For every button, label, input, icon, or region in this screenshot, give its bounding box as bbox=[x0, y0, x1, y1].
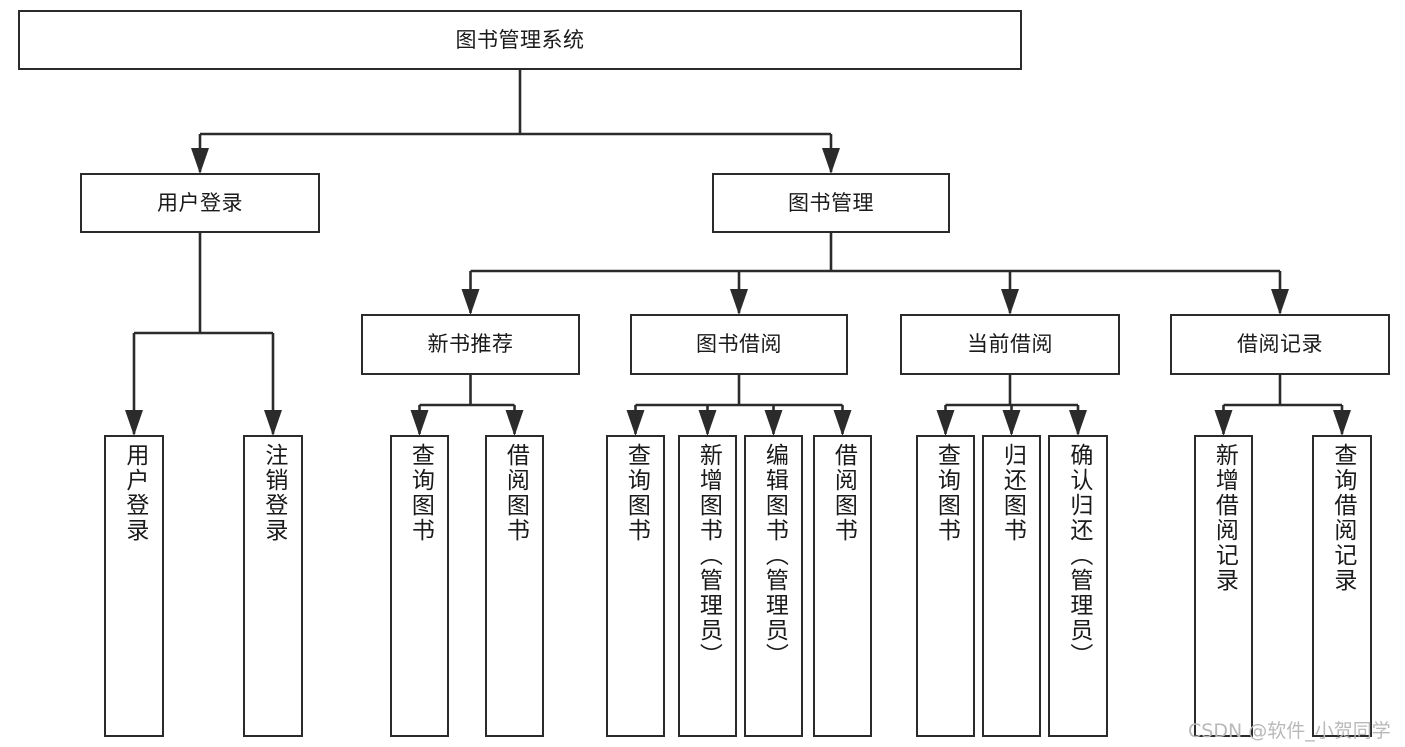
node-label: 新书推荐 bbox=[427, 332, 514, 357]
edge-arrowhead bbox=[698, 410, 717, 436]
node-leaf-nb-query[interactable]: 查询图书 bbox=[390, 435, 449, 737]
node-leaf-bo-loan[interactable]: 借阅图书 bbox=[813, 435, 872, 737]
node-leaf-nb-borrow[interactable]: 借阅图书 bbox=[485, 435, 544, 737]
watermark-label: CSDN @软件_小贺同学 bbox=[1188, 720, 1391, 742]
node-label: 用户登录 bbox=[157, 190, 243, 215]
node-label: 图书管理系统 bbox=[455, 27, 585, 52]
node-newbook[interactable]: 新书推荐 bbox=[361, 314, 580, 375]
node-label: 新增图书（管理员） bbox=[695, 443, 722, 668]
node-current[interactable]: 当前借阅 bbox=[900, 314, 1120, 375]
node-leaf-login[interactable]: 用户登录 bbox=[104, 435, 164, 737]
node-leaf-bo-query[interactable]: 查询图书 bbox=[606, 435, 665, 737]
node-label: 查询图书 bbox=[407, 443, 434, 543]
node-label: 借阅图书 bbox=[830, 443, 857, 543]
node-label: 借阅记录 bbox=[1237, 332, 1323, 357]
node-bookmgmt[interactable]: 图书管理 bbox=[712, 173, 950, 233]
edge-arrowhead bbox=[1333, 410, 1351, 436]
edge-arrowhead bbox=[1002, 410, 1021, 436]
edge-arrowhead bbox=[505, 410, 524, 436]
node-label: 查询图书 bbox=[933, 443, 960, 543]
node-label: 当前借阅 bbox=[967, 332, 1053, 357]
edge-arrowhead bbox=[264, 410, 282, 436]
edge-arrowhead bbox=[125, 410, 143, 436]
edge-arrowhead bbox=[1214, 410, 1233, 436]
node-label: 新增借阅记录 bbox=[1211, 443, 1238, 593]
node-leaf-cu-conf[interactable]: 确认归还（管理员） bbox=[1048, 435, 1108, 737]
node-label: 借阅图书 bbox=[502, 443, 529, 543]
node-leaf-re-query[interactable]: 查询借阅记录 bbox=[1312, 435, 1372, 737]
edge-arrowhead bbox=[626, 410, 645, 436]
edge-arrowhead bbox=[1069, 410, 1087, 436]
node-label: 归还图书 bbox=[999, 443, 1026, 543]
node-leaf-logout[interactable]: 注销登录 bbox=[243, 435, 303, 737]
node-leaf-bo-add[interactable]: 新增图书（管理员） bbox=[678, 435, 737, 737]
node-login[interactable]: 用户登录 bbox=[80, 173, 320, 233]
node-leaf-bo-edit[interactable]: 编辑图书（管理员） bbox=[744, 435, 803, 737]
edge-arrowhead bbox=[730, 289, 748, 315]
node-leaf-cu-ret[interactable]: 归还图书 bbox=[982, 435, 1041, 737]
edge-arrowhead bbox=[1271, 289, 1289, 315]
node-leaf-re-add[interactable]: 新增借阅记录 bbox=[1194, 435, 1253, 737]
edge-arrowhead bbox=[822, 148, 840, 174]
node-label: 注销登录 bbox=[260, 443, 287, 543]
node-leaf-cu-query[interactable]: 查询图书 bbox=[916, 435, 975, 737]
node-root[interactable]: 图书管理系统 bbox=[18, 10, 1022, 70]
edge-arrowhead bbox=[461, 289, 480, 315]
node-label: 确认归还（管理员） bbox=[1065, 443, 1092, 668]
edge-arrowhead bbox=[833, 410, 852, 436]
edge-arrowhead bbox=[764, 410, 783, 436]
node-label: 查询图书 bbox=[623, 443, 650, 543]
node-borrow[interactable]: 图书借阅 bbox=[630, 314, 848, 375]
node-label: 用户登录 bbox=[121, 443, 148, 543]
edge-arrowhead bbox=[1001, 289, 1019, 315]
node-label: 编辑图书（管理员） bbox=[761, 443, 788, 668]
node-label: 图书管理 bbox=[788, 190, 874, 215]
edge-arrowhead bbox=[936, 410, 955, 436]
node-records[interactable]: 借阅记录 bbox=[1170, 314, 1390, 375]
node-label: 查询借阅记录 bbox=[1329, 443, 1356, 593]
edge-arrowhead bbox=[191, 148, 209, 174]
node-label: 图书借阅 bbox=[696, 332, 782, 357]
edge-arrowhead bbox=[410, 410, 429, 436]
